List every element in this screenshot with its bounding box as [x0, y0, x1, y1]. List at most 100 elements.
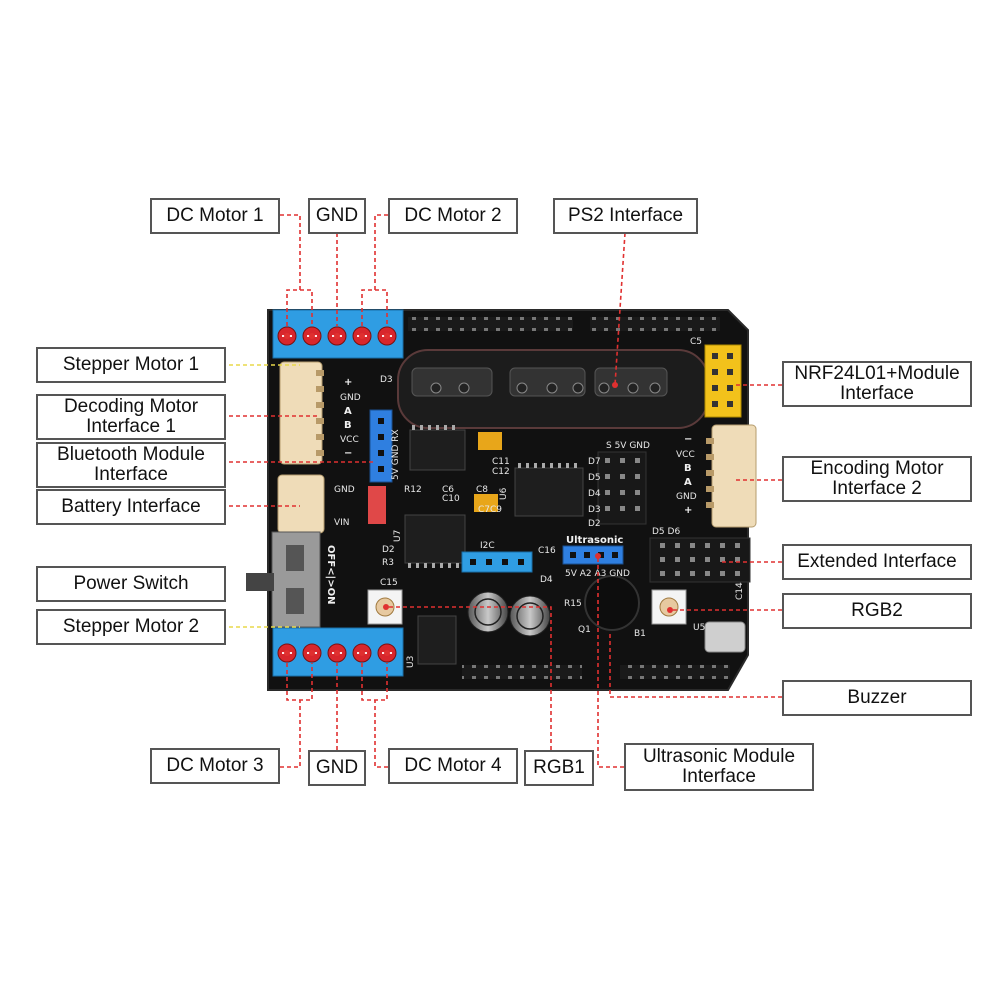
header-top-left [408, 317, 573, 331]
power-switch-lever [246, 573, 274, 591]
rgb2-led [651, 589, 687, 625]
q1-silk: Q1 [578, 625, 591, 635]
electrolytic-cap-2 [509, 595, 551, 637]
label-decoding-motor-interface-1: Decoding Motor Interface 1 [36, 394, 226, 440]
battery-pin-gnd: GND [334, 485, 355, 495]
r12-silk: R12 [404, 485, 422, 495]
decoding-pin-6: − [344, 448, 352, 459]
label-ultrasonic-module-interface: Ultrasonic Module Interface [624, 743, 814, 791]
electrolytic-cap-1 [467, 591, 509, 633]
u5-silk: U5 [693, 623, 705, 633]
ultrasonic-silk: Ultrasonic [566, 535, 623, 546]
header-top-right [590, 317, 720, 331]
encoding-pin-6: + [684, 505, 692, 516]
c7c9-silk: C7C9 [478, 505, 502, 515]
header-bottom-right [620, 665, 730, 679]
label-ps2-interface: PS2 Interface [553, 198, 698, 234]
r15-silk: R15 [564, 599, 582, 609]
chip-u5 [409, 429, 466, 471]
ps2-socket [397, 349, 709, 429]
label-dc-motor-2: DC Motor 2 [388, 198, 518, 234]
small-module [704, 621, 746, 653]
encoding-motor-connector [711, 424, 757, 528]
c8-silk: C8 [476, 485, 488, 495]
label-dc-motor-4: DC Motor 4 [388, 748, 518, 784]
d4-silk-2: D4 [588, 489, 601, 499]
buzzer-body [584, 575, 640, 631]
decoding-pin-2: GND [340, 393, 361, 403]
label-power-switch: Power Switch [36, 566, 226, 602]
label-buzzer: Buzzer [782, 680, 972, 716]
label-nrf24l01-module-interface: NRF24L01+Module Interface [782, 361, 972, 407]
leader-dots [284, 333, 673, 656]
extended-header [649, 537, 751, 583]
decoding-pin-3: A [344, 406, 352, 417]
label-stepper-motor-2: Stepper Motor 2 [36, 609, 226, 645]
r3-silk: R3 [382, 558, 394, 568]
label-extended-interface: Extended Interface [782, 544, 972, 580]
encoding-pin-1: − [684, 434, 692, 445]
label-dc-motor-1: DC Motor 1 [150, 198, 280, 234]
chip-u7 [404, 514, 466, 564]
ext2-silk: D5 D6 [652, 527, 680, 537]
red-jumper [368, 486, 386, 524]
decoding-motor-connector [279, 361, 323, 465]
c6-silk: C6 [442, 485, 454, 495]
label-encoding-motor-interface-2: Encoding Motor Interface 2 [782, 456, 972, 502]
d4-silk: D4 [540, 575, 553, 585]
c12-silk: C12 [492, 467, 510, 477]
digital-header [597, 451, 647, 525]
encoding-pin-4: A [684, 477, 692, 488]
c10-silk: C10 [442, 494, 460, 504]
i2c-header [461, 551, 533, 573]
terminal-block-bottom [272, 627, 404, 677]
d3-silk: D3 [380, 375, 393, 385]
label-stepper-motor-1: Stepper Motor 1 [36, 347, 226, 383]
c15-silk: C15 [380, 578, 398, 588]
label-battery-interface: Battery Interface [36, 489, 226, 525]
encoding-pin-3: B [684, 463, 692, 474]
nrf-header [704, 344, 742, 418]
switch-silk-text: OFF<|>ON [325, 545, 336, 604]
decoding-pin-1: + [344, 377, 352, 388]
battery-connector [277, 474, 325, 534]
i2c-silk: I2C [480, 541, 495, 551]
u3-silk: U3 [406, 656, 416, 668]
label-bluetooth-module-interface: Bluetooth Module Interface [36, 442, 226, 488]
stepper-leaders [222, 364, 300, 628]
chip-u6 [514, 467, 584, 517]
decoding-pin-4: B [344, 420, 352, 431]
battery-pin-vin: VIN [334, 518, 350, 528]
label-gnd-bottom: GND [308, 750, 366, 786]
d3-silk-2: D3 [588, 505, 601, 515]
ext-header-silk: S 5V GND [606, 441, 650, 451]
bluetooth-header [369, 409, 393, 483]
label-rgb2: RGB2 [782, 593, 972, 629]
voltage-regulator [417, 615, 457, 665]
d2-silk-2: D2 [588, 519, 601, 529]
ultrasonic-header [562, 545, 624, 565]
d2-silk: D2 [382, 545, 395, 555]
label-rgb1: RGB1 [524, 750, 594, 786]
leader-lines [222, 214, 782, 768]
encoding-pin-2: VCC [676, 450, 695, 460]
u7-silk: U7 [393, 530, 403, 542]
decoding-pin-5: VCC [340, 435, 359, 445]
b1-silk: B1 [634, 629, 646, 639]
c5-silk: C5 [690, 337, 702, 347]
encoding-pin-5: GND [676, 492, 697, 502]
bt-pin-labels: 5V GND RX [391, 429, 401, 480]
label-gnd-top: GND [308, 198, 366, 234]
c11-silk: C11 [492, 457, 510, 467]
tantalum-cap-1 [478, 432, 502, 450]
u6-silk: U6 [499, 487, 509, 500]
d7-silk: D7 [588, 457, 601, 467]
header-bottom-left [462, 665, 582, 679]
tantalum-cap-2 [474, 494, 498, 512]
c16-silk: C16 [538, 546, 556, 556]
d5-silk: D5 [588, 473, 601, 483]
label-dc-motor-3: DC Motor 3 [150, 748, 280, 784]
c14-silk: C14 [735, 582, 745, 600]
